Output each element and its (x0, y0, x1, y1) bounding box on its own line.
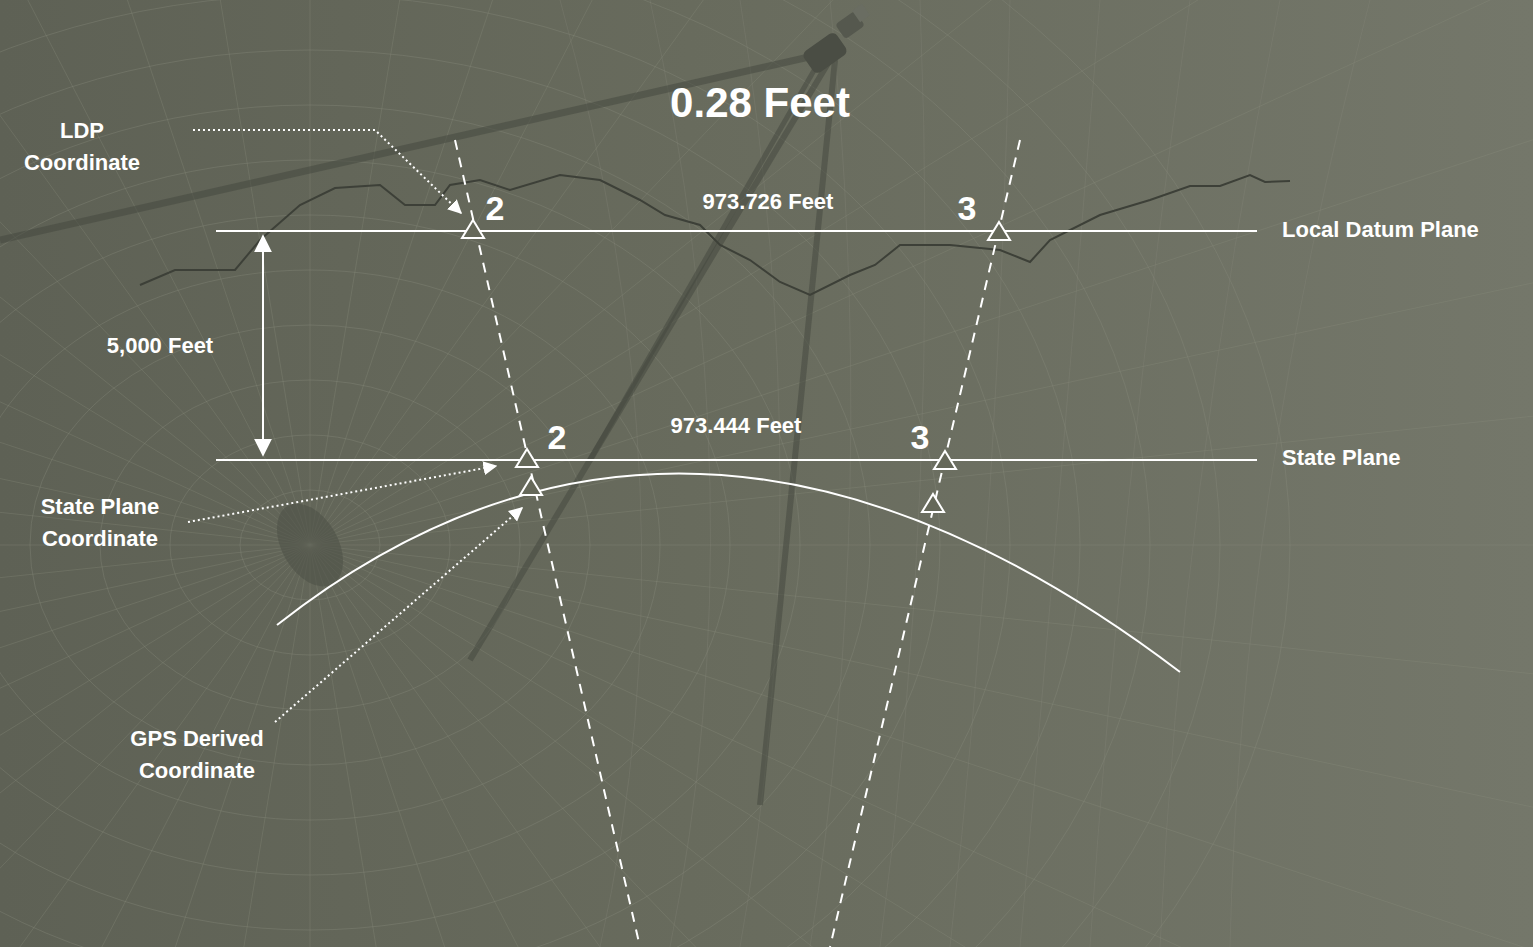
normal-line (830, 140, 1020, 947)
dimension-label: 973.444 Feet (671, 410, 802, 442)
state-plane (216, 459, 1257, 461)
dimension-label: 973.726 Feet (703, 186, 834, 218)
callout-label: State Plane Coordinate (25, 491, 175, 555)
satellite-rays (0, 50, 840, 805)
ellipsoid-arc (277, 473, 1180, 672)
callout-number: 2 (548, 417, 567, 457)
leader-lines (188, 130, 522, 722)
plane-label: State Plane (1282, 442, 1401, 474)
callout-number: 3 (958, 188, 977, 228)
local-datum-plane (216, 230, 1257, 232)
station-triangles (462, 220, 1010, 512)
callout-number: 2 (486, 188, 505, 228)
callout-number: 3 (911, 417, 930, 457)
difference-value: 0.28 Feet (670, 79, 850, 127)
callout-label: LDP Coordinate (12, 115, 152, 179)
plane-label: Local Datum Plane (1282, 214, 1479, 246)
normal-line (455, 140, 640, 947)
callout-label: GPS Derived Coordinate (117, 723, 277, 787)
satellite (801, 4, 870, 75)
dimension-arrow (262, 236, 264, 455)
dimension-label: 5,000 Feet (107, 330, 213, 362)
terrain-profile (140, 175, 1290, 295)
